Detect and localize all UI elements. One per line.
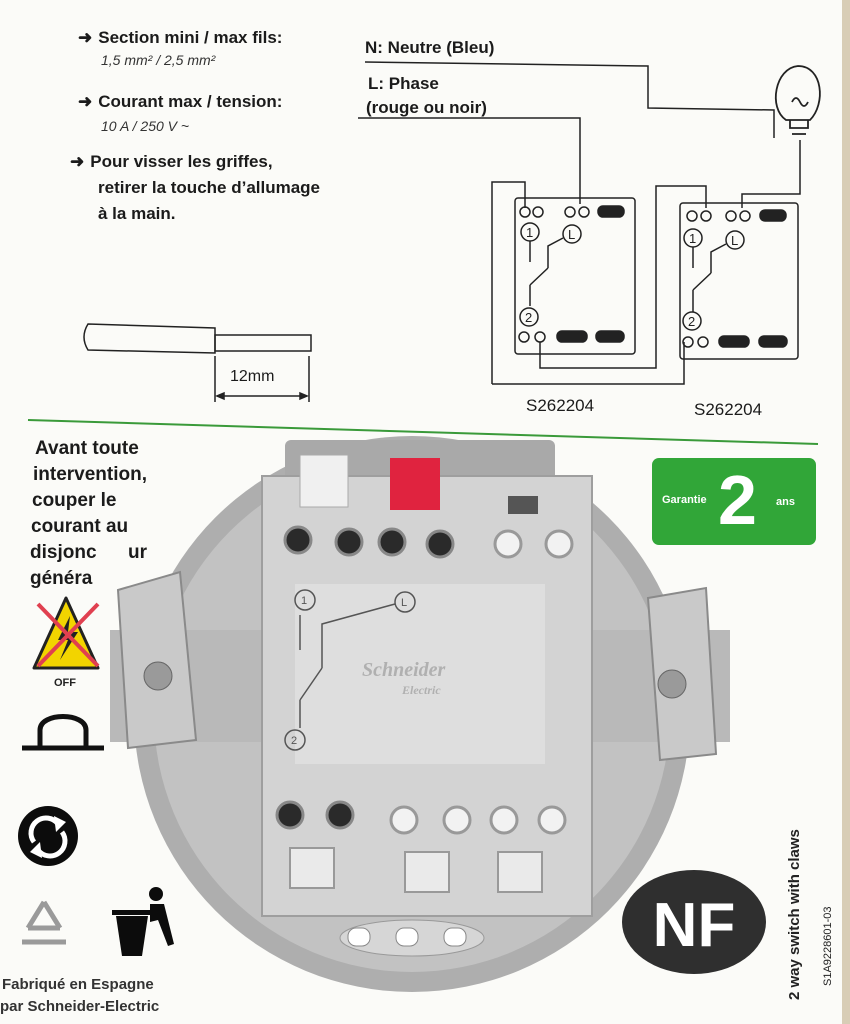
current-spec-label: ➜Courant max / tension: [78, 92, 283, 111]
footer-line1: Fabriqué en Espagne [2, 976, 154, 993]
module-terminal-1-text: 1 [301, 595, 307, 607]
switch-right-reference: S262204 [694, 400, 763, 419]
warning-line3: couper le [32, 490, 117, 511]
terminal-2-left [519, 307, 539, 327]
warning-line5: disjonc [30, 542, 97, 563]
weee-icon [22, 714, 104, 751]
trash-bin-icon [112, 887, 174, 956]
switch-module-left [518, 205, 625, 343]
right-terminal-l-text: L [731, 233, 738, 248]
brand-logo-line1: Schneider [362, 659, 446, 681]
left-terminal-l-text: L [568, 227, 575, 242]
warning-line1: Avant toute [35, 438, 139, 459]
guarantee-badge: Garantie 2 ans [652, 458, 816, 545]
neutral-label: N: Neutre (Bleu) [365, 38, 495, 57]
switch-product-image: 1 L 2 Schneider Electric [110, 436, 730, 992]
green-divider [27, 419, 819, 445]
current-spec-value: 10 A / 250 V ~ [101, 118, 190, 134]
phase-label: L: Phase [368, 74, 439, 93]
nf-text: NF [653, 891, 736, 960]
claws-instruction-line1: ➜Pour visser les griffes, [70, 152, 273, 171]
strip-length-label: 12mm [230, 368, 275, 385]
phase-colors-label: (rouge ou noir) [366, 98, 487, 117]
right-terminal-1-text: 1 [689, 231, 696, 246]
warning-line5-end: ur [128, 542, 147, 563]
warning-line6: généra [30, 568, 93, 589]
guarantee-unit: ans [776, 496, 795, 508]
nf-certification-logo: NF [622, 870, 766, 974]
left-terminal-1-text: 1 [526, 225, 533, 240]
no-voltage-warning-icon [32, 596, 100, 670]
module-terminal-l-text: L [401, 597, 407, 609]
module-terminal-2-text: 2 [291, 735, 297, 747]
warning-line2: intervention, [33, 464, 148, 485]
right-terminal-2-text: 2 [688, 314, 695, 329]
switch-left-reference: S262204 [526, 396, 595, 415]
wire-strip-diagram [83, 323, 312, 402]
wiring-schematic [358, 61, 801, 385]
terminal-l-right [725, 230, 745, 250]
off-label: OFF [54, 677, 76, 689]
claws-instruction-line2: retirer la touche d’allumage [98, 178, 321, 197]
terminal-l-left [562, 224, 582, 244]
left-terminal-2-text: 2 [525, 310, 532, 325]
switch-module-right [682, 209, 788, 348]
brand-logo-line2: Electric [401, 683, 441, 697]
guarantee-number: 2 [718, 461, 757, 539]
claws-instruction-line3: à la main. [98, 204, 176, 223]
red-release-tab [390, 458, 440, 510]
bulb-icon [774, 65, 821, 135]
footer-line2: par Schneider-Electric [0, 998, 160, 1015]
warning-line4: courant au [31, 516, 129, 537]
recycling-arrows-icon [18, 806, 78, 866]
section-spec-label: ➜Section mini / max fils: [78, 28, 283, 47]
section-spec-value: 1,5 mm² / 2,5 mm² [101, 52, 216, 68]
recycle-symbol-icon [22, 900, 66, 945]
terminal-2-right [682, 311, 702, 331]
guarantee-label: Garantie [662, 494, 707, 506]
